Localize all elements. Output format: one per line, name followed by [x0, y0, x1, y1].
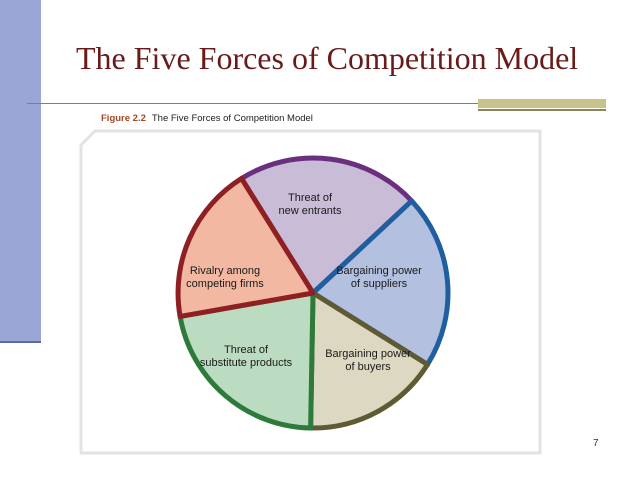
segment-label-line: Bargaining power	[325, 348, 411, 360]
title-divider-accent	[478, 99, 606, 111]
segment-new-entrants	[239, 155, 415, 296]
page-number: 7	[593, 438, 599, 449]
segment-label-line: of buyers	[345, 361, 391, 373]
figure-caption: Figure 2.2 The Five Forces of Competition…	[101, 113, 313, 124]
slide-title: The Five Forces of Competition Model	[76, 40, 579, 76]
figure-number: Figure 2.2	[101, 113, 146, 124]
segment-label-line: competing firms	[186, 278, 264, 290]
segment-label-line: new entrants	[279, 205, 342, 217]
left-accent-bar	[0, 0, 41, 343]
segment-label-line: substitute products	[200, 357, 293, 369]
segment-rivalry	[175, 176, 316, 319]
segment-label-line: Threat of	[224, 344, 269, 356]
figure-caption-text: The Five Forces of Competition Model	[151, 113, 313, 124]
segment-label-line: Threat of	[288, 192, 333, 204]
segment-label-line: Rivalry among	[190, 265, 260, 277]
segment-suppliers	[310, 198, 451, 367]
segment-substitutes	[177, 290, 316, 431]
title-divider	[27, 103, 479, 104]
segment-buyers	[308, 290, 430, 431]
segment-label-line: of suppliers	[351, 278, 408, 290]
segment-label-line: Bargaining power	[336, 265, 422, 277]
